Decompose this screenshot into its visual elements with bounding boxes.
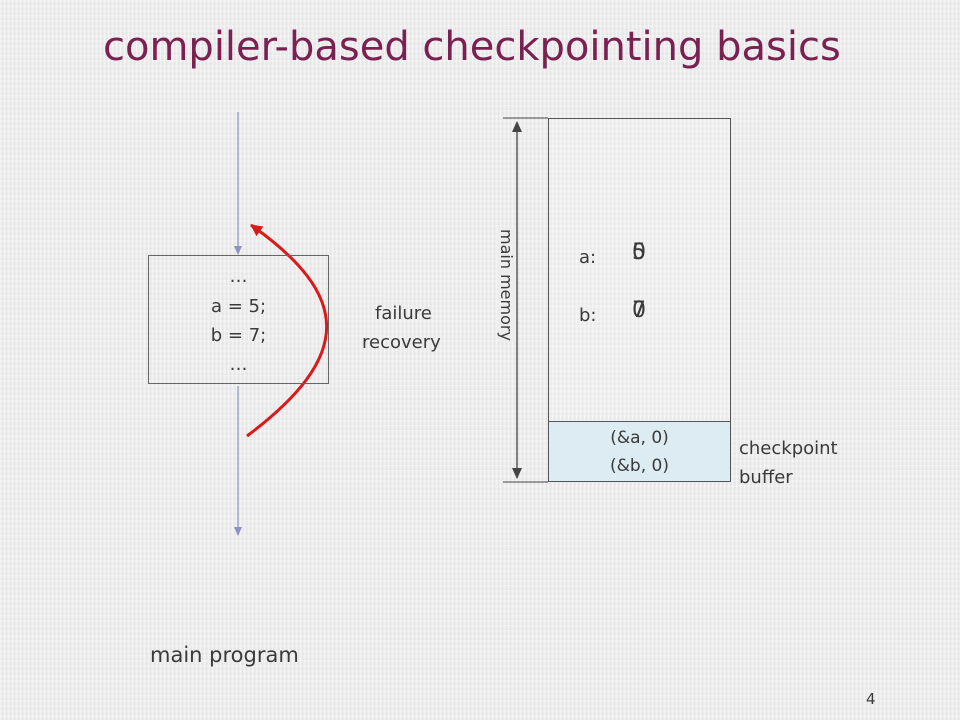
- main-program-caption: main program: [150, 643, 299, 667]
- var-a-old-value: 0: [632, 240, 646, 265]
- var-b-old-value: 0: [632, 298, 646, 323]
- code-ellipsis-bottom: …: [229, 354, 248, 375]
- var-a-new-value: 5: [632, 240, 646, 265]
- failure-recovery-arrow: [246, 223, 329, 438]
- var-a-label: a:: [579, 247, 597, 268]
- var-b-new-value: 7: [632, 298, 646, 323]
- code-line-b: b = 7;: [210, 325, 267, 346]
- recovery-label-line2: recovery: [362, 332, 441, 353]
- checkpoint-buffer-box: (&a, 0) (&b, 0): [548, 421, 731, 482]
- checkpoint-label-line2: buffer: [739, 467, 793, 488]
- checkpoint-entry-b: (&b, 0): [610, 456, 669, 476]
- page-number: 4: [866, 690, 876, 708]
- main-memory-label: main memory: [497, 228, 516, 342]
- var-b-label: b:: [579, 305, 597, 326]
- slide-title: compiler-based checkpointing basics: [103, 24, 841, 70]
- recovery-label-line1: failure: [375, 303, 432, 324]
- code-line-a: a = 5;: [210, 296, 267, 317]
- program-code-box: … a = 5; b = 7; …: [148, 255, 329, 384]
- checkpoint-entry-a: (&a, 0): [610, 428, 669, 448]
- code-ellipsis-top: …: [229, 266, 248, 287]
- checkpoint-label-line1: checkpoint: [739, 438, 838, 459]
